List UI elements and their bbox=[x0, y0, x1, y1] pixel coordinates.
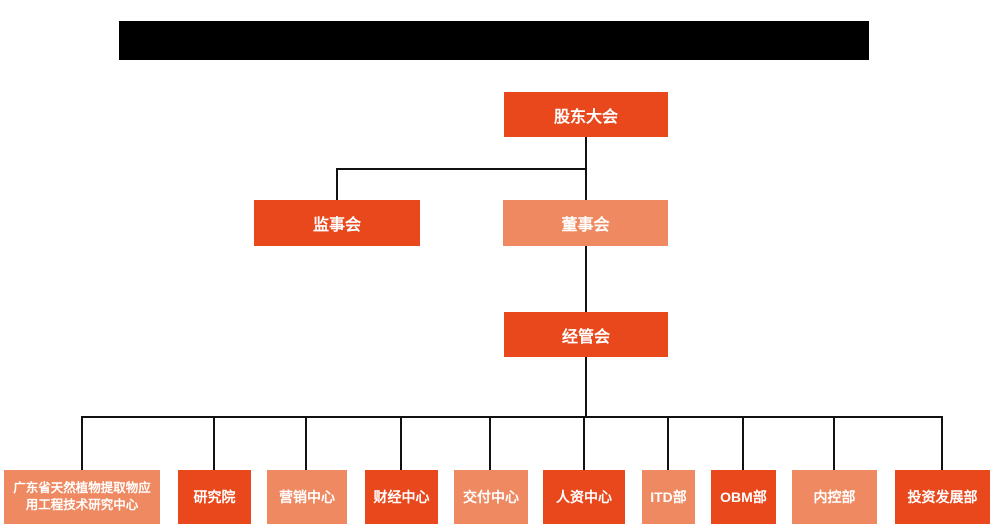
node-internal-control-dept: 内控部 bbox=[792, 470, 877, 524]
node-obm-dept: OBM部 bbox=[711, 470, 776, 524]
node-shareholders-meeting: 股东大会 bbox=[504, 92, 668, 137]
connector-mgmt-to-depts bbox=[585, 357, 587, 417]
connector-drop-dept-7 bbox=[667, 416, 669, 470]
connector-drop-dept-6 bbox=[583, 416, 585, 470]
node-finance-center: 财经中心 bbox=[365, 470, 438, 524]
node-investment-development-dept: 投资发展部 bbox=[895, 470, 990, 524]
connector-drop-dept-5 bbox=[489, 416, 491, 470]
connector-drop-dept-3 bbox=[305, 416, 307, 470]
connector-drop-dept-8 bbox=[742, 416, 744, 470]
connector-depts-horizontal bbox=[81, 416, 943, 418]
connector-drop-dept-9 bbox=[833, 416, 835, 470]
node-research-center: 广东省天然植物提取物应用工程技术研究中心 bbox=[4, 470, 160, 524]
node-delivery-center: 交付中心 bbox=[454, 470, 528, 524]
node-research-institute: 研究院 bbox=[178, 470, 251, 524]
connector-drop-dept-2 bbox=[213, 416, 215, 470]
node-board-of-directors: 董事会 bbox=[503, 200, 668, 246]
connector-level2-horizontal bbox=[336, 168, 587, 170]
connector-drop-supervisory bbox=[336, 168, 338, 200]
node-hr-center: 人资中心 bbox=[543, 470, 625, 524]
node-management-committee: 经管会 bbox=[504, 312, 668, 357]
connector-drop-dept-10 bbox=[941, 416, 943, 470]
connector-drop-dept-4 bbox=[400, 416, 402, 470]
connector-board-to-mgmt bbox=[585, 246, 587, 312]
node-itd-dept: ITD部 bbox=[642, 470, 695, 524]
redacted-title-bar bbox=[119, 21, 869, 60]
connector-drop-dept-1 bbox=[81, 416, 83, 470]
node-marketing-center: 营销中心 bbox=[267, 470, 347, 524]
node-supervisory-board: 监事会 bbox=[254, 200, 420, 246]
